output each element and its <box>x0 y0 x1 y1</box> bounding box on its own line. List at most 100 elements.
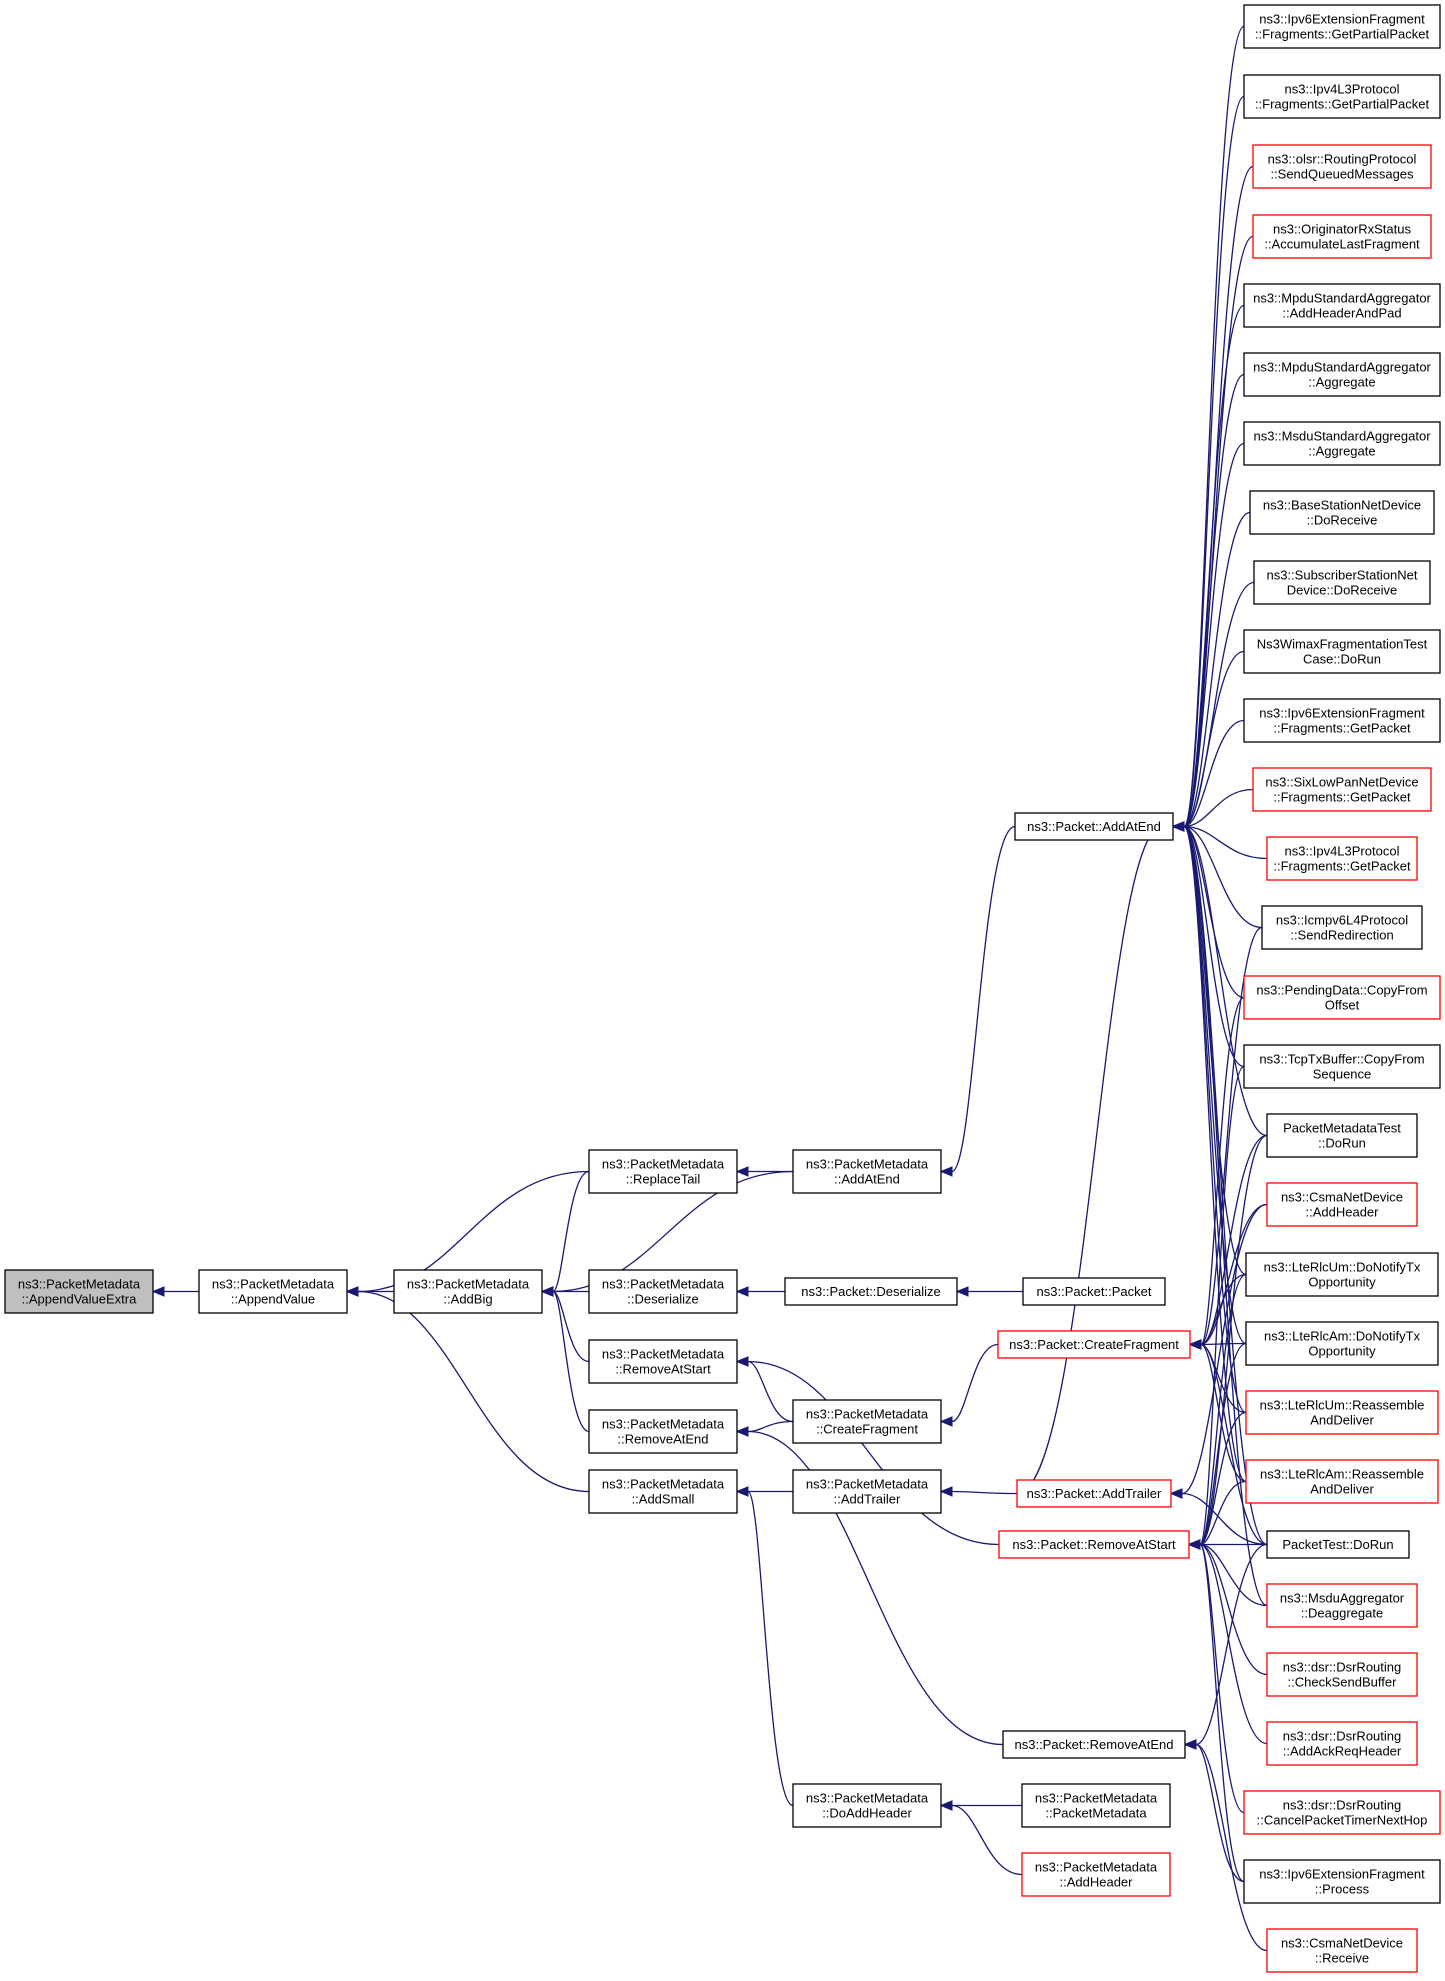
node-bs-do-receive[interactable]: ns3::BaseStationNetDevice::DoReceive <box>1249 490 1435 535</box>
node-sixlowpan-get-packet[interactable]: ns3::SixLowPanNetDevice::Fragments::GetP… <box>1252 767 1432 812</box>
call-edge <box>735 1166 793 1177</box>
node-pm-create-fragment[interactable]: ns3::PacketMetadata::CreateFragment <box>792 1399 942 1444</box>
node-dsr-check-send-buffer[interactable]: ns3::dsr::DsrRouting::CheckSendBuffer <box>1266 1652 1418 1697</box>
node-label: ns3::PacketMetadata <box>1035 1860 1158 1875</box>
node-label: AndDeliver <box>1310 1413 1374 1428</box>
call-edge-line <box>1183 825 1247 1483</box>
node-label: ::ReplaceTail <box>626 1172 701 1187</box>
node-pm-add-trailer[interactable]: ns3::PacketMetadata::AddTrailer <box>792 1469 942 1514</box>
call-edge-line <box>1183 442 1245 828</box>
node-box <box>1249 490 1435 535</box>
node-msdu-deaggregate[interactable]: ns3::MsduAggregator::Deaggregate <box>1266 1583 1418 1628</box>
node-pkt-add-at-end[interactable]: ns3::Packet::AddAtEnd <box>1014 812 1174 841</box>
node-box <box>1243 1044 1441 1089</box>
node-box <box>784 1277 958 1306</box>
node-remove-at-end-pm[interactable]: ns3::PacketMetadata::RemoveAtEnd <box>588 1409 738 1454</box>
node-label: ::DoRun <box>1318 1136 1366 1151</box>
call-edge <box>939 1343 999 1427</box>
node-remove-at-start-pm[interactable]: ns3::PacketMetadata::RemoveAtStart <box>588 1339 738 1384</box>
node-label: ns3::PacketMetadata <box>602 1347 725 1362</box>
node-box <box>1266 836 1418 881</box>
node-label: ::Aggregate <box>1308 375 1375 390</box>
node-pkt-remove-at-start[interactable]: ns3::Packet::RemoveAtStart <box>998 1530 1190 1559</box>
call-edge-line <box>357 1290 590 1493</box>
node-pkt-create-fragment[interactable]: ns3::Packet::CreateFragment <box>997 1330 1191 1359</box>
node-pkt-deserialize[interactable]: ns3::Packet::Deserialize <box>784 1277 958 1306</box>
node-label: ns3::PacketMetadata <box>407 1277 530 1292</box>
node-ss-do-receive[interactable]: ns3::SubscriberStationNetDevice::DoRecei… <box>1253 560 1431 605</box>
node-dsr-cancel-timer[interactable]: ns3::dsr::DsrRouting::CancelPacketTimerN… <box>1243 1790 1441 1835</box>
node-mpdu-add-header-pad[interactable]: ns3::MpduStandardAggregator::AddHeaderAn… <box>1243 283 1441 328</box>
node-add-big[interactable]: ns3::PacketMetadata::AddBig <box>393 1269 543 1314</box>
arrowhead-icon <box>939 1166 953 1177</box>
node-box <box>1261 905 1423 950</box>
call-edge-line <box>1183 373 1245 828</box>
node-msdu-aggregate[interactable]: ns3::MsduStandardAggregator::Aggregate <box>1243 421 1441 466</box>
arrowhead-icon <box>1169 1488 1183 1499</box>
node-deserialize-pm[interactable]: ns3::PacketMetadata::Deserialize <box>588 1269 738 1314</box>
node-box <box>1245 1252 1439 1297</box>
node-label: ns3::LteRlcAm::DoNotifyTx <box>1264 1329 1421 1344</box>
call-edge-line <box>951 1490 1018 1495</box>
node-csma-add-header[interactable]: ns3::CsmaNetDevice::AddHeader <box>1266 1182 1418 1227</box>
node-box <box>1243 4 1441 49</box>
node-box <box>1243 698 1441 743</box>
node-label: ns3::MpduStandardAggregator <box>1253 360 1431 375</box>
node-packet-test-do-run[interactable]: PacketTest::DoRun <box>1266 1530 1410 1559</box>
node-ipv4-frag-get-partial[interactable]: ns3::Ipv4L3Protocol::Fragments::GetParti… <box>1243 74 1441 119</box>
node-add-small[interactable]: ns3::PacketMetadata::AddSmall <box>588 1469 738 1514</box>
node-mpdu-aggregate[interactable]: ns3::MpduStandardAggregator::Aggregate <box>1243 352 1441 397</box>
node-csma-receive[interactable]: ns3::CsmaNetDevice::Receive <box>1266 1928 1418 1973</box>
node-pm-test-do-run[interactable]: PacketMetadataTest::DoRun <box>1266 1113 1418 1158</box>
node-pm-do-add-header[interactable]: ns3::PacketMetadata::DoAddHeader <box>792 1783 942 1828</box>
node-label: ::AccumulateLastFragment <box>1264 237 1420 252</box>
node-label: ns3::dsr::DsrRouting <box>1283 1729 1402 1744</box>
node-pkt-packet[interactable]: ns3::Packet::Packet <box>1022 1277 1166 1306</box>
call-edge-line <box>1199 1480 1247 1546</box>
node-box <box>1252 214 1432 259</box>
node-label: ns3::MsduAggregator <box>1280 1591 1405 1606</box>
node-label: ns3::Ipv6ExtensionFragment <box>1259 706 1425 721</box>
node-ipv6-frag-get-packet[interactable]: ns3::Ipv6ExtensionFragment::Fragments::G… <box>1243 698 1441 743</box>
node-box <box>1021 1852 1171 1897</box>
node-label: Offset <box>1325 998 1360 1013</box>
call-edge-line <box>1181 1203 1268 1495</box>
node-box <box>393 1269 543 1314</box>
node-dsr-add-ack-req[interactable]: ns3::dsr::DsrRouting::AddAckReqHeader <box>1266 1721 1418 1766</box>
node-olsr-send-queued[interactable]: ns3::olsr::RoutingProtocol::SendQueuedMe… <box>1252 144 1432 189</box>
node-ipv4-frag-get-packet[interactable]: ns3::Ipv4L3Protocol::Fragments::GetPacke… <box>1266 836 1418 881</box>
node-pm-add-header[interactable]: ns3::PacketMetadata::AddHeader <box>1021 1852 1171 1897</box>
call-edge-line <box>1181 1492 1268 1546</box>
node-ipv6-ext-frag-process[interactable]: ns3::Ipv6ExtensionFragment::Process <box>1243 1859 1441 1904</box>
node-pm-add-at-end[interactable]: ns3::PacketMetadata::AddAtEnd <box>792 1149 942 1194</box>
node-label: ns3::PacketMetadata <box>602 1477 725 1492</box>
node-pkt-remove-at-end[interactable]: ns3::Packet::RemoveAtEnd <box>1002 1730 1186 1759</box>
arrowhead-icon <box>1187 1539 1201 1550</box>
node-label: ::Process <box>1315 1882 1370 1897</box>
call-edge <box>1169 1203 1268 1499</box>
call-edge <box>345 1286 590 1493</box>
node-label: ns3::SixLowPanNetDevice <box>1265 775 1418 790</box>
node-icmpv6-send-redirection[interactable]: ns3::Icmpv6L4Protocol::SendRedirection <box>1261 905 1423 950</box>
call-edge <box>1187 1539 1268 1607</box>
call-edge-line <box>951 1343 999 1423</box>
node-replace-tail[interactable]: ns3::PacketMetadata::ReplaceTail <box>588 1149 738 1194</box>
node-box <box>1266 1182 1418 1227</box>
node-append-value[interactable]: ns3::PacketMetadata::AppendValue <box>198 1269 348 1314</box>
node-pm-packet-metadata[interactable]: ns3::PacketMetadata::PacketMetadata <box>1021 1783 1171 1828</box>
node-orig-rx-status[interactable]: ns3::OriginatorRxStatus::AccumulateLastF… <box>1252 214 1432 259</box>
node-ipv6-frag-get-partial[interactable]: ns3::Ipv6ExtensionFragment::Fragments::G… <box>1243 4 1441 49</box>
call-edge <box>1171 821 1245 999</box>
node-pkt-add-trailer[interactable]: ns3::Packet::AddTrailer <box>1016 1479 1172 1508</box>
node-append-value-extra[interactable]: ns3::PacketMetadata::AppendValueExtra <box>4 1269 154 1314</box>
node-label: ns3::Packet::AddTrailer <box>1027 1486 1162 1501</box>
node-label: PacketTest::DoRun <box>1282 1537 1393 1552</box>
